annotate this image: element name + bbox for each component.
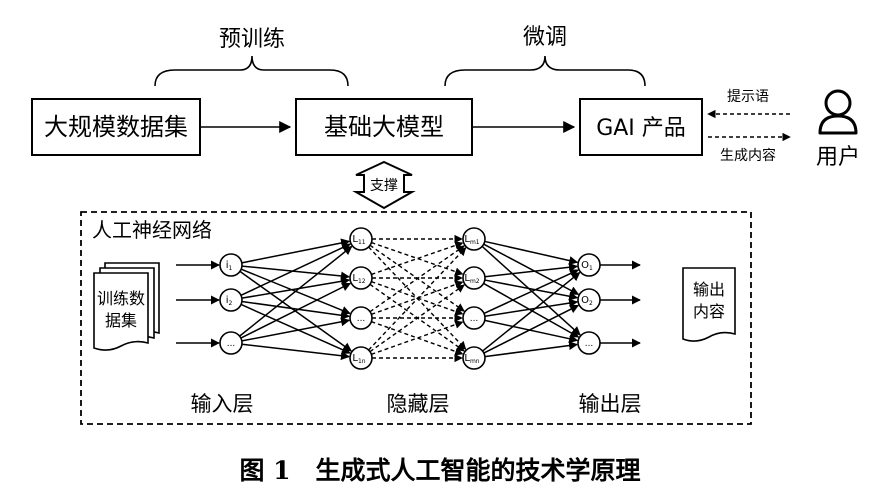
training-dataset-label-1: 训练数 bbox=[97, 289, 145, 308]
input-hidden-edge bbox=[240, 282, 352, 339]
training-dataset-doc-icon bbox=[93, 262, 160, 351]
hidden1-node bbox=[349, 306, 373, 330]
hidden-hidden-edge bbox=[371, 281, 464, 316]
input-node-label: i1 bbox=[226, 260, 233, 272]
foundation-model-label: 基础大模型 bbox=[324, 113, 444, 141]
hidden-hidden-edge bbox=[371, 321, 464, 356]
input-hidden-edge bbox=[240, 303, 351, 354]
output-content-label-1: 输出 bbox=[693, 280, 725, 299]
output-node-label: ... bbox=[585, 339, 594, 349]
pretrain-brace bbox=[154, 55, 349, 87]
hidden-output-edge bbox=[482, 271, 581, 352]
large-dataset-box bbox=[31, 98, 201, 156]
input-hidden-edge bbox=[240, 243, 351, 297]
input-hidden-edge bbox=[239, 245, 353, 337]
neural-network-region bbox=[80, 211, 752, 425]
hidden1-node bbox=[349, 227, 373, 251]
hidden-output-edge bbox=[484, 319, 579, 344]
input-hidden-edge bbox=[241, 276, 351, 299]
user-icon bbox=[818, 89, 858, 135]
output-layer-label: 输出层 bbox=[579, 392, 642, 416]
hidden1-node bbox=[349, 346, 373, 370]
figure-caption: 图 1 生成式人工智能的技术学原理 bbox=[239, 456, 640, 485]
large-dataset-label: 大规模数据集 bbox=[44, 113, 188, 141]
input-node-label: i2 bbox=[226, 295, 233, 307]
hidden-output-edge bbox=[481, 245, 581, 336]
input-hidden-edge bbox=[241, 343, 350, 361]
output-node bbox=[577, 288, 601, 312]
hidden-hidden-edge bbox=[369, 245, 465, 313]
output-node bbox=[577, 253, 601, 277]
user-label: 用户 bbox=[816, 145, 860, 170]
input-hidden-edge bbox=[241, 265, 350, 281]
gai-product-label: GAI 产品 bbox=[596, 116, 686, 141]
hidden-output-edge bbox=[484, 240, 579, 265]
input-hidden-edge bbox=[241, 300, 351, 320]
input-node-label: ... bbox=[227, 339, 236, 349]
hidden-hidden-edge bbox=[371, 241, 464, 276]
output-content-label-2: 内容 bbox=[693, 302, 725, 321]
hidden-output-edge bbox=[484, 262, 578, 278]
gai-product-box bbox=[579, 98, 703, 156]
hidden-output-edge bbox=[483, 282, 580, 338]
support-label: 支撑 bbox=[370, 178, 398, 194]
hidden2-node bbox=[462, 346, 486, 370]
hidden2-node bbox=[462, 227, 486, 251]
hidden-output-edge bbox=[484, 341, 578, 358]
hidden2-node-label: ... bbox=[470, 314, 479, 324]
generated-content-label: 生成内容 bbox=[720, 147, 776, 164]
hidden-layer-label: 隐藏层 bbox=[387, 392, 450, 416]
hidden2-node bbox=[462, 306, 486, 330]
hidden-output-edge bbox=[483, 269, 579, 315]
hidden-output-edge bbox=[484, 279, 579, 301]
neural-network-title: 人工神经网络 bbox=[92, 218, 212, 242]
hidden-hidden-edge bbox=[371, 320, 464, 355]
network-nodes: i1i2...L11L12...L1nLm1Lm2...LmnO1O2... bbox=[219, 227, 601, 370]
network-edges bbox=[176, 234, 641, 363]
hidden-output-edge bbox=[484, 298, 579, 318]
input-node bbox=[219, 288, 243, 312]
training-dataset-label-2: 据集 bbox=[105, 311, 137, 330]
hidden1-node-label: ... bbox=[357, 314, 366, 324]
foundation-model-box bbox=[295, 98, 473, 156]
finetune-label: 微调 bbox=[523, 25, 567, 50]
prompt-label: 提示语 bbox=[727, 89, 769, 105]
input-hidden-edge bbox=[241, 238, 351, 264]
input-hidden-edge bbox=[241, 317, 351, 342]
output-node bbox=[577, 331, 601, 355]
finetune-brace bbox=[444, 55, 646, 87]
pretrain-label: 预训练 bbox=[219, 27, 285, 52]
input-node bbox=[219, 253, 243, 277]
hidden-hidden-edge bbox=[369, 284, 465, 353]
output-content-doc-icon bbox=[682, 267, 736, 342]
support-double-arrow bbox=[352, 160, 416, 210]
hidden2-node bbox=[462, 266, 486, 290]
output-node-label: O1 bbox=[581, 260, 593, 272]
hidden1-node bbox=[349, 266, 373, 290]
input-layer-label: 输入层 bbox=[191, 392, 254, 416]
input-node bbox=[219, 331, 243, 355]
hidden-hidden-edge bbox=[368, 247, 467, 351]
output-node-label: O2 bbox=[581, 295, 593, 307]
hidden-hidden-edge bbox=[371, 241, 464, 276]
hidden-hidden-edge bbox=[371, 280, 464, 315]
hidden-output-edge bbox=[483, 304, 580, 354]
